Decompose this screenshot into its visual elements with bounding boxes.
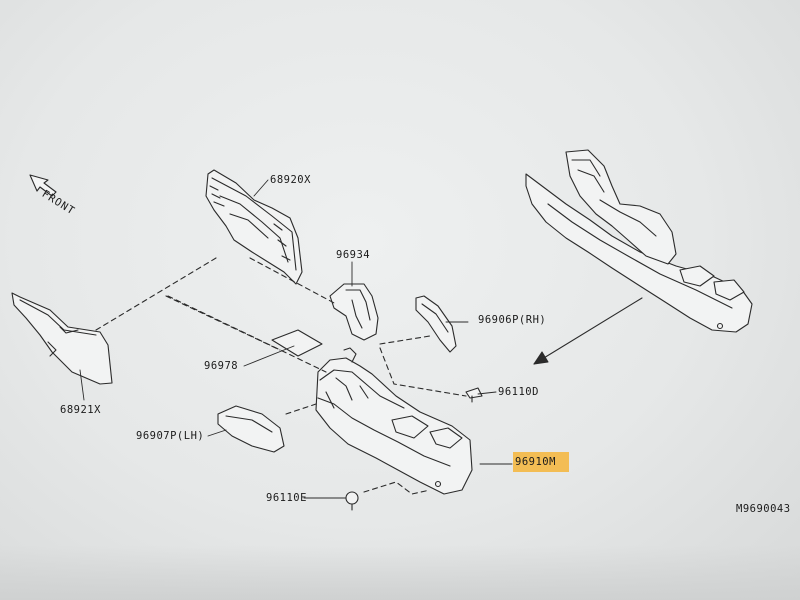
- diagram-code: M9690043: [736, 503, 791, 515]
- assembly-lines: [95, 257, 467, 495]
- label-96110d[interactable]: 96110D: [498, 386, 539, 398]
- part-96978[interactable]: [271, 329, 323, 357]
- assembled-console: [525, 149, 753, 333]
- label-96978[interactable]: 96978: [204, 360, 239, 372]
- label-68921x[interactable]: 68921X: [60, 404, 101, 416]
- part-68921x[interactable]: [11, 292, 113, 385]
- leader-lines: [79, 179, 513, 499]
- label-96934[interactable]: 96934: [336, 249, 371, 261]
- label-96906p-rh[interactable]: 96906P(RH): [478, 314, 547, 326]
- part-96906p-rh[interactable]: [415, 295, 457, 353]
- highlight-96910m: [513, 452, 569, 472]
- part-96907p-lh[interactable]: [217, 405, 285, 453]
- part-96110d-screw[interactable]: [465, 387, 483, 403]
- label-96110e[interactable]: 96110E: [266, 492, 307, 504]
- label-96910m[interactable]: 96910M: [515, 456, 556, 468]
- explode-arrow-icon: [533, 297, 643, 365]
- part-96934[interactable]: [329, 283, 379, 341]
- monitor-edge: [0, 545, 800, 600]
- part-68920x[interactable]: [205, 169, 303, 285]
- label-96907p-lh[interactable]: 96907P(LH): [136, 430, 205, 442]
- front-arrow-icon: [29, 174, 57, 197]
- part-96110e-screw[interactable]: [345, 491, 359, 511]
- part-96910m[interactable]: [315, 347, 473, 495]
- label-68920x[interactable]: 68920X: [270, 174, 311, 186]
